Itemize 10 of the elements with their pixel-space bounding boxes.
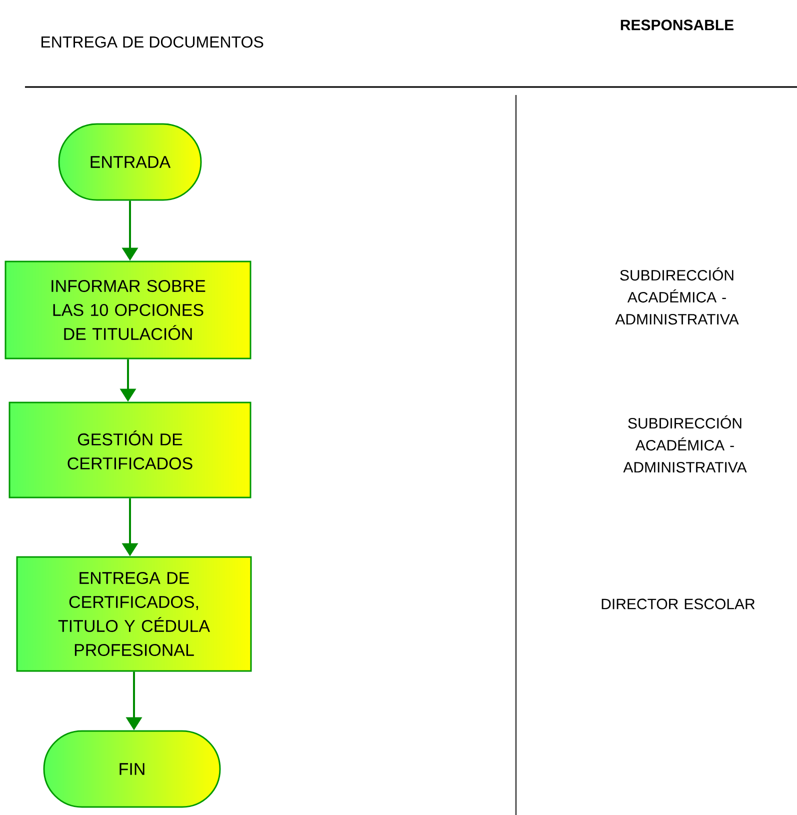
responsible-label: DIRECTOR ESCOLAR [602,598,755,610]
terminal-oval: FIN [43,730,221,808]
column-header: RESPONSABLE [620,20,734,30]
responsible-label: SUBDIRECCIÓN ACADÉMICA - ADMINISTRATIVA [615,267,739,325]
process-box: INFORMAR SOBRE LAS 10 OPCIONES DE TITULACIÓN [4,260,252,360]
responsible-label: SUBDIRECCIÓN ACADÉMICA - ADMINISTRATIVA [623,415,747,473]
title: ENTREGA DE DOCUMENTOS [42,36,264,48]
process-box: GESTIÓN DE CERTIFICADOS [8,402,252,498]
process-box: ENTREGA DE CERTIFICADOS, TITULO Y CÉDULA PROFESIONAL [16,556,252,672]
terminal-oval: ENTRADA [58,123,202,201]
